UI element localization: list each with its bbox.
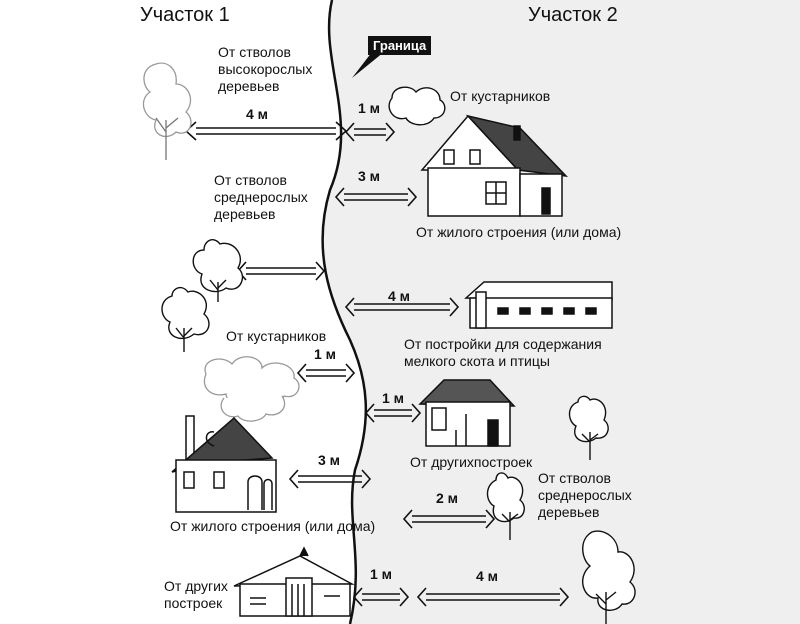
right-medium-trees-distance: 2 м: [436, 490, 459, 506]
right-house-distance: 3 м: [358, 168, 381, 184]
left-house-distance: 3 м: [318, 452, 341, 468]
left-shrubs-icon: [203, 356, 300, 422]
left-medium-tree-icon: [192, 239, 244, 302]
right-livestock-distance: 4 м: [388, 288, 411, 304]
right-house-icon: [420, 114, 569, 217]
right-outbuildings-distance: 1 м: [382, 390, 405, 406]
left-other-building-icon: [233, 546, 355, 617]
left-tall-trees-label: От стволов высокорослых деревьев: [218, 44, 313, 94]
right-house-label: От жилого строения (или дома): [416, 224, 622, 240]
left-other-buildings-distance: 1 м: [370, 566, 393, 582]
left-tall-trees-distance: 4 м: [246, 106, 269, 122]
left-tall-tree-icon: [142, 62, 192, 160]
boundary-pointer: [352, 52, 384, 78]
right-livestock-label: От постройки для содержания мелкого скот…: [404, 336, 602, 369]
left-other-buildings-label: От других построек: [164, 578, 228, 611]
distance-arrows: [184, 121, 570, 607]
right-tall-tree-icon: [581, 530, 636, 624]
right-medium-tree-icon: [486, 472, 525, 540]
right-tall-trees-distance: 4 м: [476, 568, 499, 584]
left-shrubs-distance: 1 м: [314, 346, 337, 362]
plot-1-title: Участок 1: [140, 4, 230, 26]
boundary-label: Граница: [368, 36, 432, 55]
right-shrubs-label: От кустарников: [450, 88, 551, 104]
left-shrubs-label: От кустарников: [226, 328, 327, 344]
boundary-line: [321, 0, 368, 624]
right-medium-trees-label: От стволов среднерослых деревьев: [538, 470, 632, 520]
livestock-shed-icon: [464, 281, 613, 329]
right-shrubs-distance: 1 м: [358, 100, 381, 116]
right-small-tree-icon: [568, 395, 609, 460]
left-house-label: От жилого строения (или дома): [170, 518, 376, 534]
right-outbuildings-label: От другихпостроек: [410, 454, 533, 470]
right-shrubs-icon: [388, 86, 446, 126]
left-house-icon: [171, 415, 277, 513]
left-medium-tree-2-icon: [161, 286, 210, 352]
plot-2-title: Участок 2: [528, 4, 618, 26]
outbuilding-icon: [418, 379, 516, 447]
arrow-left-tall-trees: [196, 127, 336, 135]
left-medium-trees-label: От стволов среднерослых деревьев: [214, 172, 308, 222]
